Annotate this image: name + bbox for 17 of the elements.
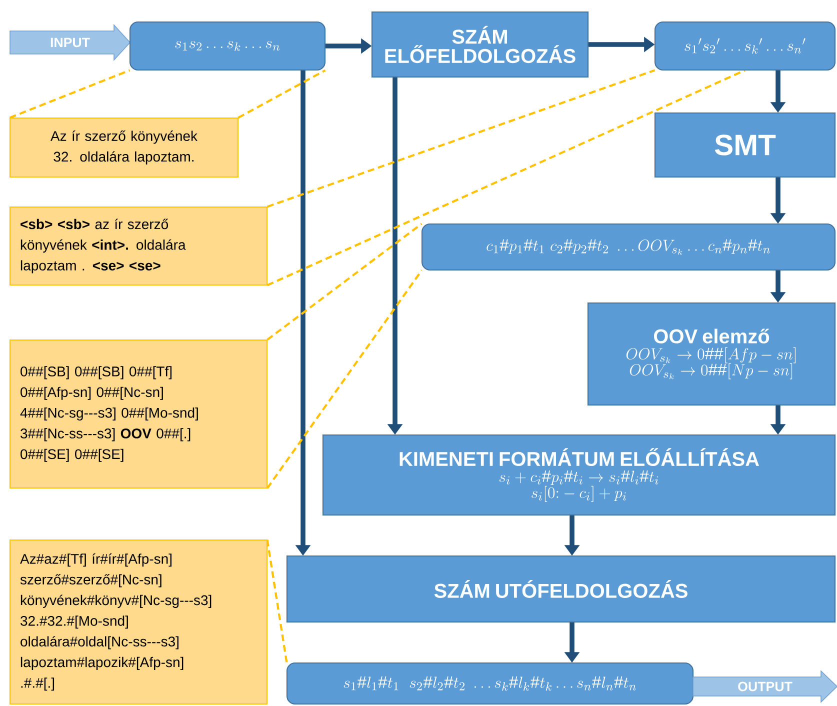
callout-box: <sb> <sb> az ír szerző könyvének <int>. oldalára lapoztam . <se> <se> <box>9 206 268 286</box>
callout-box: 0##[SB] 0##[SB] 0##[Tf] 0##[Afp-sn] 0##[Nc-sn] 4##[Nc-sg---s3] 0##[Mo-snd] 3##[Nc-ss---s3] OOV 0##[.] 0##[SE] 0##[SE] <box>9 339 268 489</box>
leader-line <box>266 540 288 663</box>
callout-box: Az ír szerző könyvének 32. oldalára lapoztam. <box>9 117 239 178</box>
process-box: KIMENETI FORMÁTUM ELŐÁLLÍTÁSA $s_i + c_i\#p_i\#t_i \rightarrow s_i\#l_i\#t_i$ $s_i[0{:}-c_i]+p_i$ <box>322 434 836 516</box>
leader-line <box>9 69 130 119</box>
leader-line <box>266 222 422 341</box>
process-box: SMT <box>654 112 836 178</box>
data-box: $s_1 s_2 \dots s_k \dots s_n$ <box>129 21 326 71</box>
data-box: ${s_1}'{s_2}' \dots {s_k}' \dots {s_n}'$ <box>654 21 836 71</box>
process-box: SZÁM UTÓFELDOLGOZÁS <box>286 555 836 623</box>
data-box: $c_1\#p_1\#t_1\ c_2\#p_2\#t_2\ \dots OOV_{s_k} \dots c_n\#p_n\#t_n$ <box>421 223 836 271</box>
data-box: $s_1\#l_1\#t_1\ \ s_2\#l_2\#t_2\ \dots s_k\#l_k\#t_k \dots s_n\#l_n\#t_n$ <box>286 662 694 705</box>
process-box: SZÁM ELŐFELDOLGOZÁS <box>371 11 589 78</box>
process-box: OOV elemző $OOV_{s_k} \rightarrow 0\#\#[Afp-sn]$ $OOV_{s_k} \rightarrow 0\#\#[Np-sn]$ <box>587 302 836 406</box>
leader-line <box>266 69 656 208</box>
callout-box: Az#az#[Tf] ír#ír#[Afp-sn] szerző#szerző#[Nc-sn] könyvének#könyv#[Nc-sg---s3] 32.#32.#[Mo-snd] oldalára#oldal[Nc-ss---s3] lapoztam#lapozik#[Afp-sn] .#.#[.] <box>9 539 268 705</box>
